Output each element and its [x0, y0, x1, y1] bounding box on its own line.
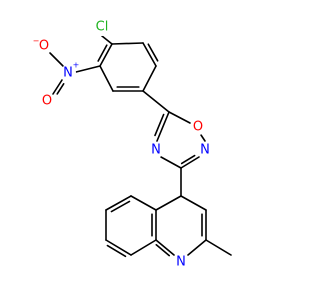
- bond-q8-q8a: [130, 239, 157, 256]
- oxadiazole-nitrogen-right-label: N: [200, 143, 210, 158]
- bond-c4-oxadiazole: [142, 90, 170, 113]
- oxadiazole-oxygen-atom: O: [190, 119, 206, 135]
- quinoline-nitrogen-label: N: [176, 255, 186, 270]
- bond-n1-q8a-inner: [155, 243, 171, 257]
- bond-q4-q3: [180, 195, 207, 211]
- bond-q5-q6-inner: [110, 200, 131, 213]
- bond-n4-c5ox: [156, 111, 170, 142]
- nitro-oxygen-left-atom: O: [39, 93, 55, 109]
- nitro-oxygen-charge: −: [33, 37, 40, 46]
- nitro-oxygen-top-label: O: [39, 39, 49, 54]
- nitro-nitrogen-atom: N +: [60, 61, 80, 81]
- bond-q5-q6: [105, 195, 132, 211]
- molecule-structure: Cl N + O − O O N N N: [33, 18, 232, 270]
- chlorine-label: Cl: [96, 20, 109, 35]
- bond-c5-c6: [142, 42, 157, 67]
- bond-n4-c5ox-double: [154, 113, 165, 137]
- bond-q7-q8: [105, 239, 132, 256]
- bond-c1-c2: [99, 43, 113, 67]
- bond-nnitro-otop: [49, 52, 64, 67]
- bond-cl-c1: [101, 35, 113, 45]
- oxadiazole-oxygen-label: O: [193, 120, 203, 135]
- quinoline-nitrogen-atom: N: [173, 254, 189, 270]
- bond-q2-methyl: [205, 239, 232, 256]
- chlorine-atom: Cl: [93, 18, 111, 36]
- bond-q2-n1: [187, 239, 207, 256]
- bond-o-n2: [200, 134, 206, 142]
- bond-c5-c6-inner: [147, 43, 159, 62]
- nitro-nitrogen-label: N: [63, 66, 73, 81]
- bond-c2-nnitro: [75, 65, 101, 73]
- bond-q7-q8-inner: [106, 244, 127, 258]
- bond-n2-c3ox: [180, 156, 200, 169]
- oxadiazole-nitrogen-left-label: N: [151, 143, 161, 158]
- bond-c2-c3: [99, 65, 114, 92]
- bond-n2-c3ox-double: [180, 154, 196, 165]
- bond-n1-q8a: [155, 239, 175, 256]
- bond-q4a-q5: [130, 195, 157, 211]
- nitro-nitrogen-charge: +: [73, 61, 80, 70]
- oxadiazole-nitrogen-left-atom: N: [148, 142, 164, 158]
- oxadiazole-nitrogen-right-atom: N: [197, 142, 213, 158]
- bond-c4-c5: [142, 65, 157, 92]
- bond-nnitro-oleft: [52, 79, 63, 95]
- nitro-oxygen-left-label: O: [42, 94, 52, 109]
- bond-c6-c1: [111, 42, 144, 45]
- bond-c5ox-o: [168, 111, 191, 124]
- bonds: [49, 35, 232, 258]
- atoms: Cl N + O − O O N N N: [33, 18, 213, 270]
- bond-nnitro-oleft-double: [56, 83, 65, 95]
- bond-c1-c2-inner: [97, 44, 108, 62]
- bond-q4a-q4: [155, 195, 182, 211]
- bond-c3ox-n4: [160, 156, 182, 169]
- nitro-oxygen-top-atom: O −: [33, 37, 52, 54]
